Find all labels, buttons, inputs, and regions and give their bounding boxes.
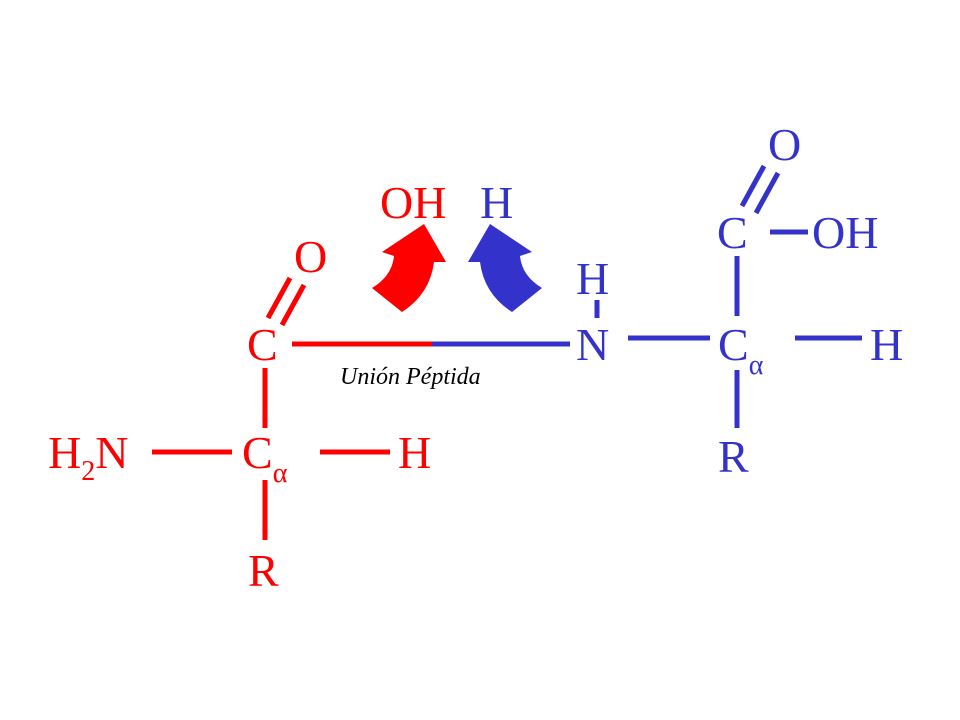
alpha-hydrogen-1: H [398,427,431,478]
bond-c-o-double-1 [265,276,293,320]
alpha-carbon-1-c: C [242,427,273,478]
carbonyl-carbon-1: C [247,319,278,370]
carbonyl-oxygen-1: O [294,231,327,282]
side-chain-r-2: R [718,431,749,482]
alpha-carbon-2-c: C [718,319,749,370]
alpha-hydrogen-2: H [870,319,903,370]
alpha-carbon-1: Cα [242,427,288,489]
carboxyl-oxygen-2: O [768,119,801,170]
amino-h: H [48,427,81,478]
amino-n: N [95,427,128,478]
carboxyl-oh-2: OH [812,207,878,258]
bond-c-o-double-2 [279,283,307,327]
amine-nitrogen-2: N [576,319,609,370]
leaving-group-oh: OH [380,177,446,228]
curved-arrow-up-red [372,224,446,312]
residue2-bonds [432,164,862,428]
amine-hydrogen-2: H [576,253,609,304]
bond-c-o-double-4 [753,171,781,215]
amino-group: H2N [48,427,128,487]
peptide-bond-label: Unión Péptida [340,364,481,390]
residue1-atoms: OH O C H2N Cα H R [48,177,446,596]
side-chain-r-1: R [248,545,279,596]
alpha-carbon-2-symbol: α [749,350,764,381]
bond-c-o-double-3 [739,164,767,208]
curved-arrow-up-blue [468,224,542,312]
leaving-hydrogen: H [480,177,513,228]
residue2-atoms: H H N Cα H R C OH O [480,119,903,482]
carboxyl-carbon-2: C [717,207,748,258]
alpha-carbon-1-symbol: α [273,458,288,489]
amino-subscript: 2 [81,456,95,487]
alpha-carbon-2: Cα [718,319,764,381]
residue1-bonds [152,276,432,540]
